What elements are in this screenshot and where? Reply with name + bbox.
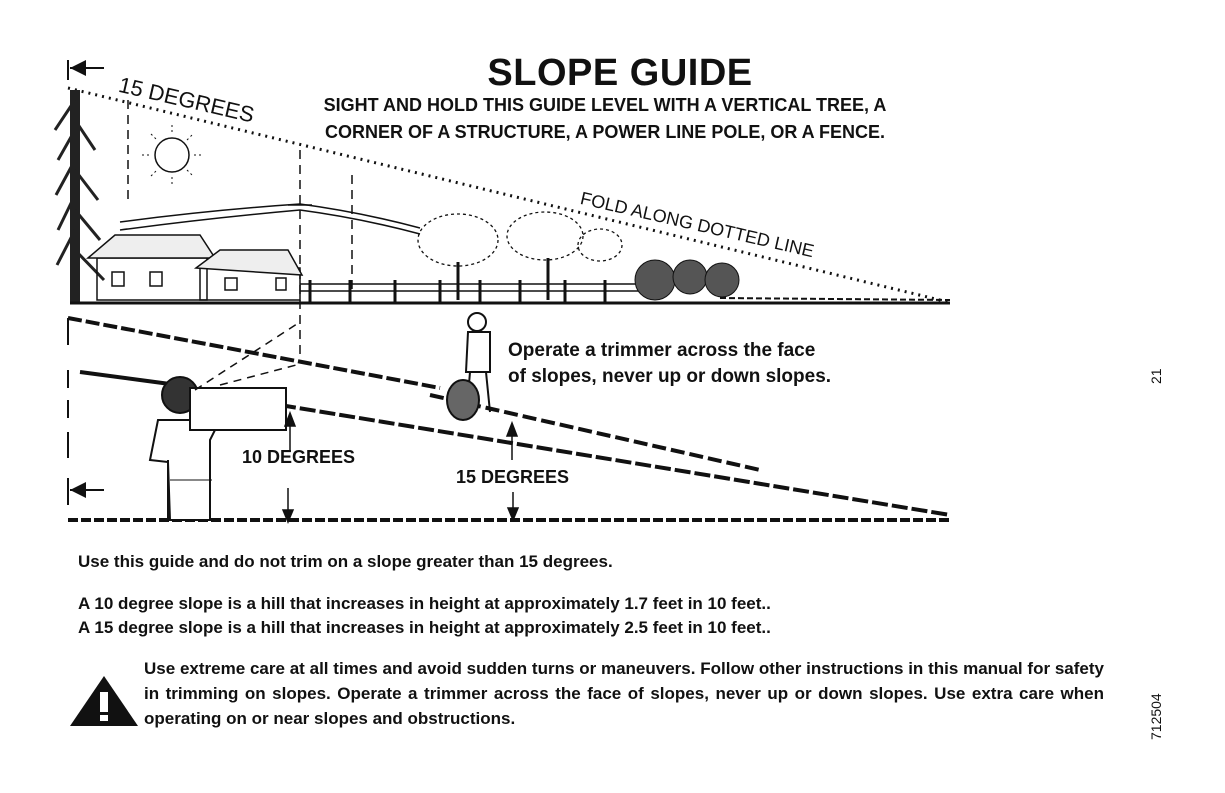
person-holding-guide [148, 376, 287, 521]
warning-triangle-icon [70, 676, 138, 726]
slope-10-line [67, 316, 441, 390]
person-with-trimmer [446, 312, 491, 421]
guide-instruction: SIGHT AND HOLD THIS GUIDE LEVEL WITH A V… [323, 95, 887, 142]
operate-note: Operate a trimmer across the face of slo… [508, 338, 831, 390]
arrow-left-icon [67, 60, 104, 80]
warning-text: Use extreme care at all times and avoid … [144, 659, 1104, 728]
document-number: 712504 [1148, 693, 1164, 740]
tree [53, 90, 106, 304]
fifteen-degree-label: 15 DEGREES [456, 467, 570, 487]
sun-icon [142, 125, 202, 185]
house [85, 234, 304, 301]
page-title: SLOPE GUIDE [487, 52, 753, 94]
operate-note-line2: of slopes, never up or down slopes. [508, 366, 832, 387]
ten-degree-label: 10 DEGREES [242, 447, 356, 467]
page-number: 21 [1148, 368, 1164, 384]
slope-15-text: A 15 degree slope is a hill that increas… [78, 618, 771, 637]
use-guide-text: Use this guide and do not trim on a slop… [78, 552, 613, 571]
fence [300, 280, 640, 302]
slope-10-text: A 10 degree slope is a hill that increas… [78, 594, 771, 613]
operate-note-line1: Operate a trimmer across the face [508, 340, 816, 361]
slope-15-line [279, 403, 951, 517]
